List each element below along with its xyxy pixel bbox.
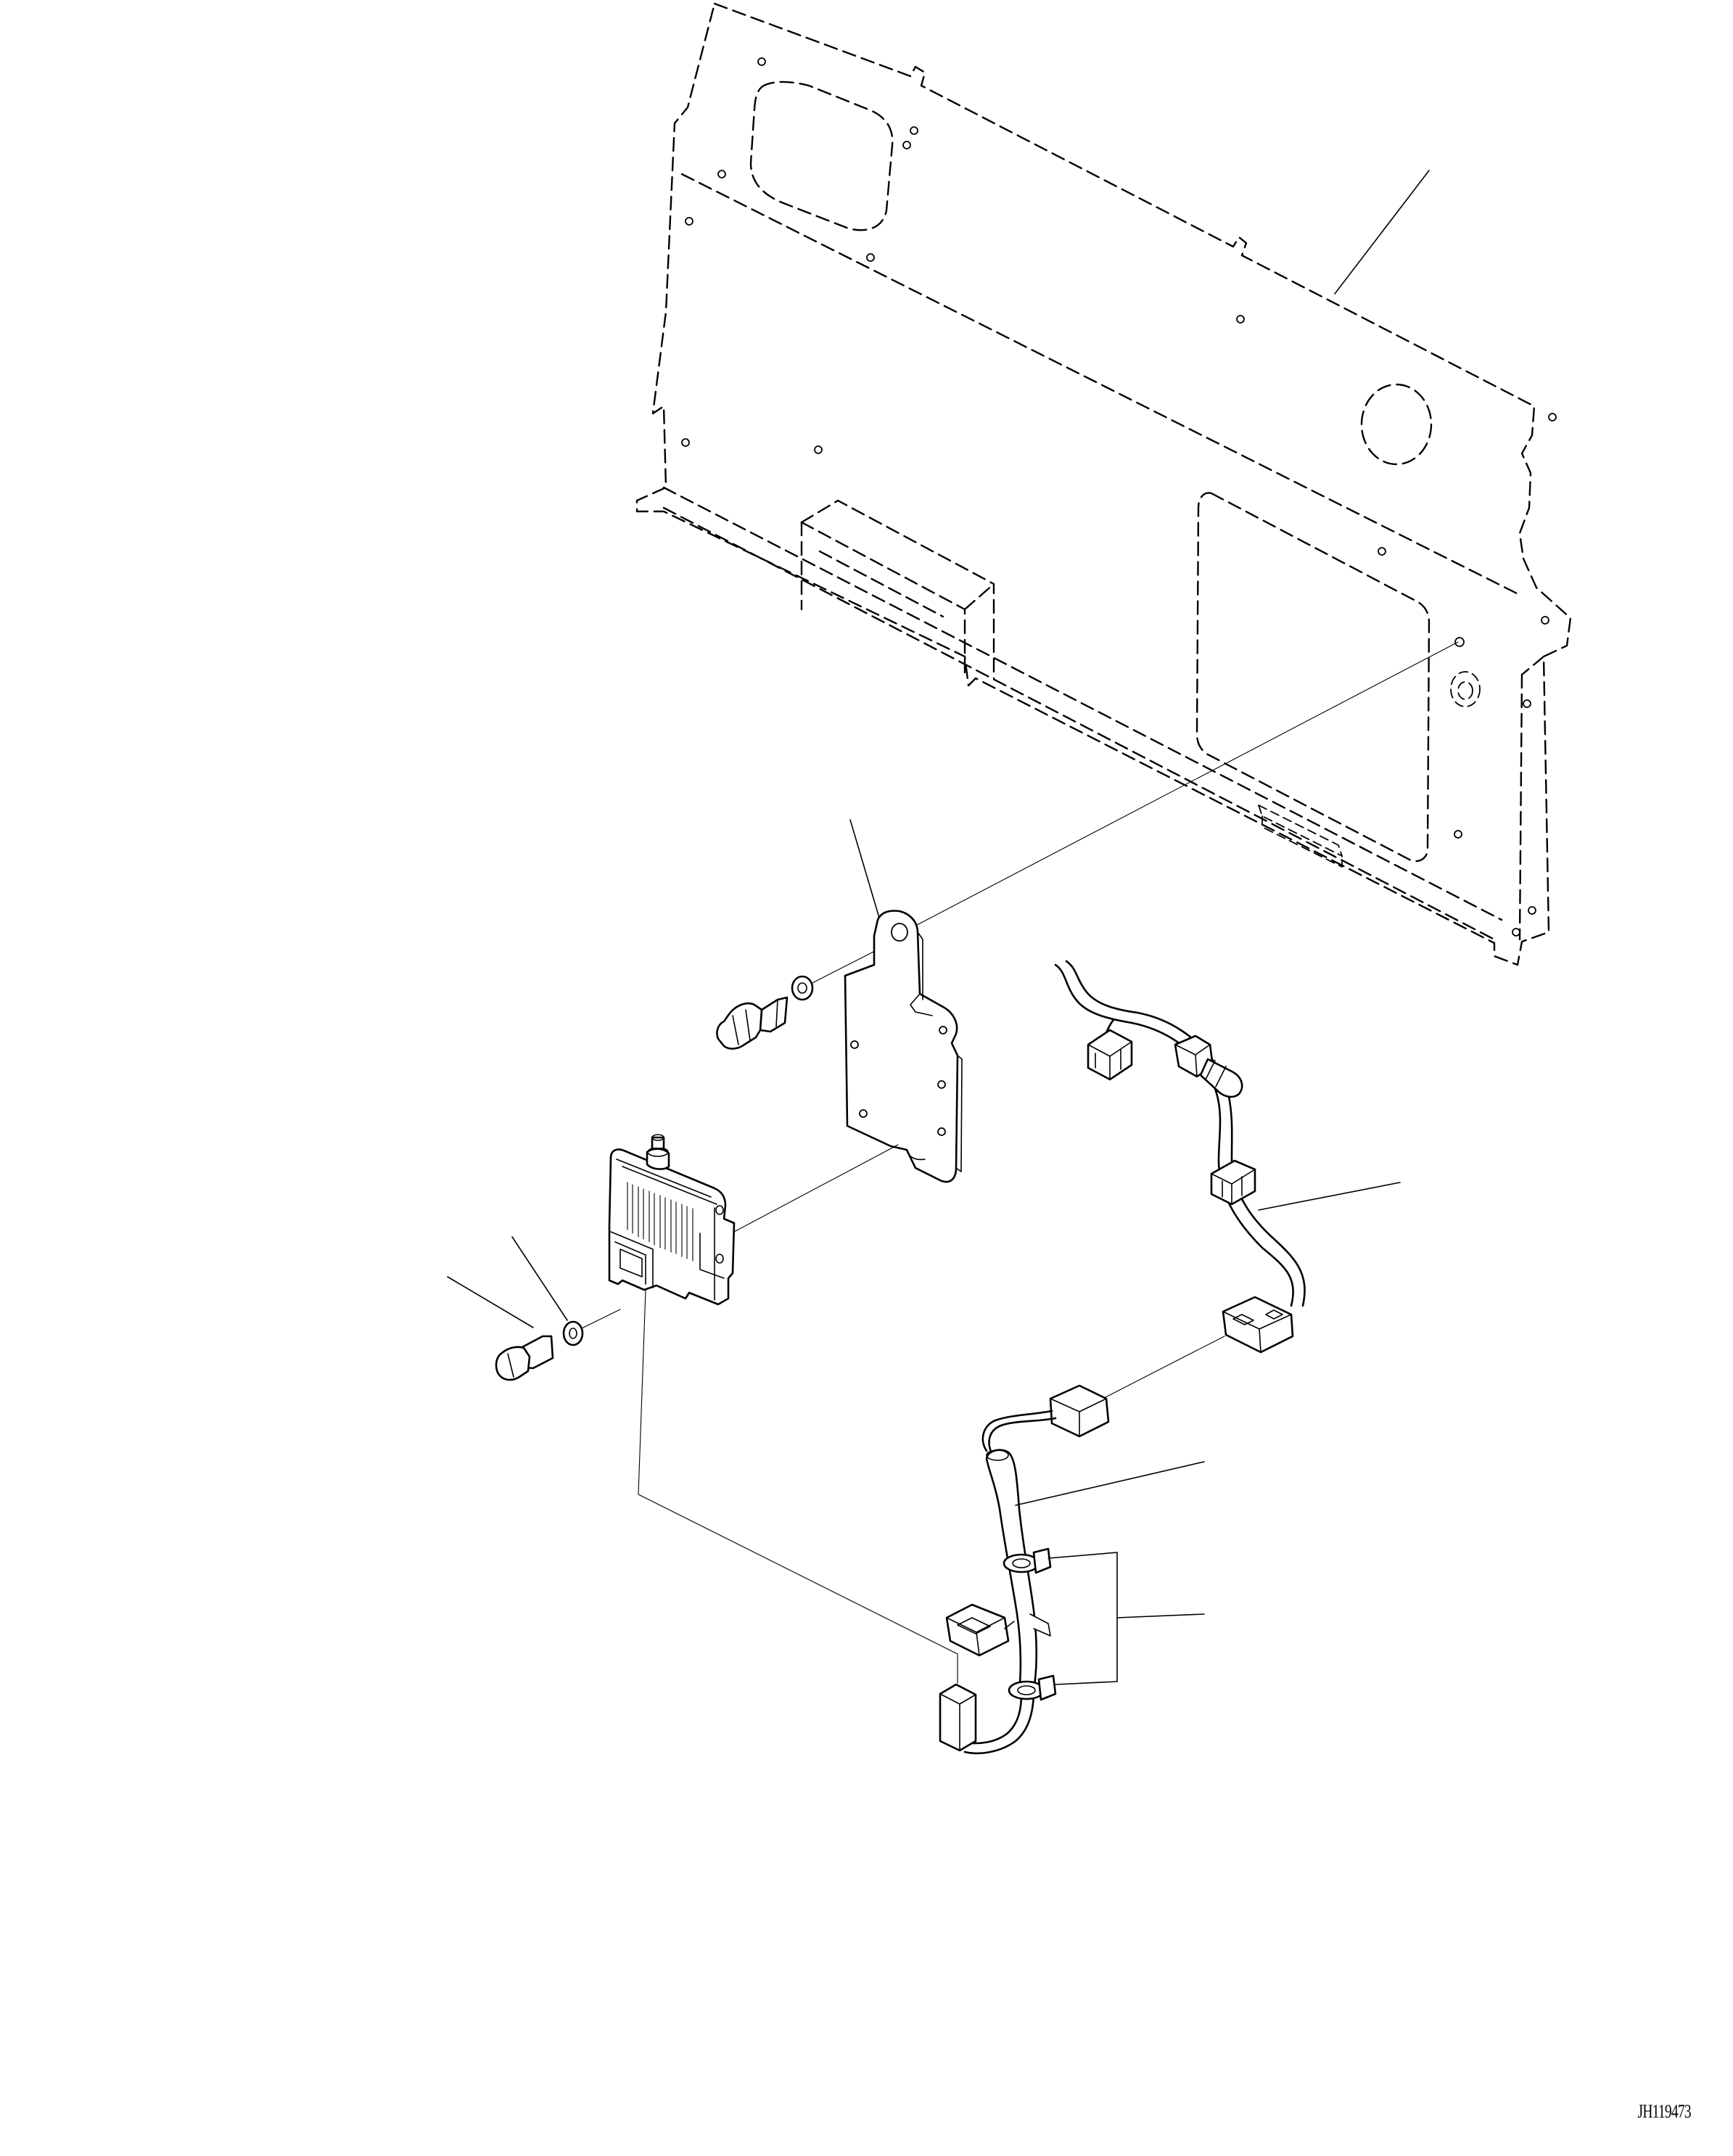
- leader-lower-washer: [511, 1236, 568, 1321]
- leader-sub-harness: [1015, 1461, 1205, 1506]
- sub-harness: [939, 1384, 1110, 1755]
- bracket-washer: [791, 975, 814, 1001]
- figure-code: JH119473: [1637, 2101, 1692, 2122]
- panel-holes: [681, 57, 1557, 937]
- wiring-harness: [1054, 960, 1306, 1354]
- leader-bracket: [849, 819, 880, 918]
- assembly-line-unit-connector: [638, 1289, 958, 1684]
- unit-bolt: [495, 1335, 554, 1381]
- mounting-bracket: [844, 910, 963, 1183]
- assembly-line-lower: [580, 1309, 621, 1330]
- unit-washer: [562, 1320, 584, 1346]
- assembly-line-bracket: [902, 641, 1459, 933]
- leader-panel: [1334, 170, 1430, 295]
- harness-clamps: [1004, 1549, 1057, 1701]
- leader-lower-bolt: [447, 1276, 534, 1328]
- assembly-line-bracket-bolt: [804, 948, 880, 987]
- assembly-line-unit: [710, 1144, 899, 1245]
- controller-unit: [608, 1134, 736, 1306]
- assembly-line-connectors: [1102, 1336, 1225, 1399]
- leader-harness: [1258, 1182, 1401, 1211]
- bracket-bolt: [716, 996, 789, 1050]
- panel-plate: [635, 2, 1572, 966]
- leader-clamps: [1047, 1552, 1205, 1685]
